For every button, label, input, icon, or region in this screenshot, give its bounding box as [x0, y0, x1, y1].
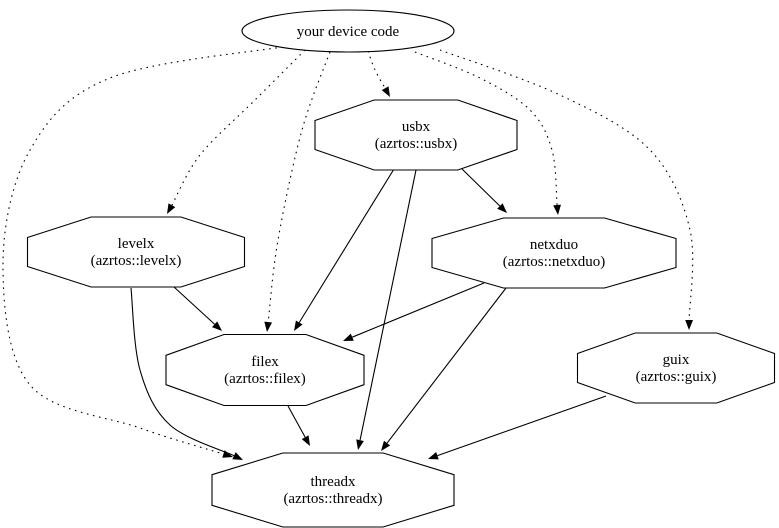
node-device-shape — [241, 9, 455, 53]
node-netxduo: netxduo(azrtos::netxduo) — [431, 217, 677, 289]
node-threadx-shape — [211, 452, 455, 528]
edge-netxduo-threadx — [381, 287, 507, 451]
edge-usbx-netxduo — [461, 168, 507, 213]
arrowhead-icon — [264, 321, 273, 332]
arrowhead-icon — [211, 321, 222, 331]
arrowhead-icon — [381, 86, 390, 97]
edge-netxduo-filex — [343, 282, 485, 341]
arrowhead-icon — [301, 435, 310, 446]
node-netxduo-label: netxduo(azrtos::netxduo) — [503, 237, 605, 270]
node-guix: guix(azrtos::guix) — [576, 332, 776, 404]
node-levelx-shape — [26, 216, 246, 288]
node-device: your device code — [241, 9, 455, 53]
node-filex-shape — [165, 333, 365, 407]
edge-usbx-threadx — [356, 169, 417, 450]
edge-device-filex — [264, 51, 331, 332]
arrowhead-icon — [497, 203, 507, 213]
arrowhead-icon — [232, 452, 243, 460]
arrowhead-icon — [167, 203, 176, 214]
arrowhead-icon — [343, 333, 354, 341]
edge-filex-threadx — [287, 405, 310, 446]
edge-levelx-threadx — [130, 287, 243, 460]
edge-usbx-filex — [294, 168, 395, 331]
arrowhead-icon — [381, 440, 391, 451]
node-filex-label: filex(azrtos::filex) — [224, 354, 306, 387]
edge-levelx-filex — [173, 286, 222, 331]
edge-device-netxduo — [414, 51, 561, 215]
node-device-label: your device code — [297, 24, 400, 40]
node-filex: filex(azrtos::filex) — [165, 333, 365, 407]
node-usbx-shape — [314, 99, 518, 171]
arrowhead-icon — [428, 451, 439, 460]
arrowhead-icon — [294, 320, 303, 331]
node-threadx: threadx(azrtos::threadx) — [211, 452, 455, 528]
edge-device-usbx — [367, 50, 390, 97]
node-netxduo-shape — [431, 217, 677, 289]
edge-guix-threadx — [428, 395, 607, 460]
arrowhead-icon — [356, 439, 364, 450]
node-usbx-label: usbx(azrtos::usbx) — [375, 119, 457, 152]
node-threadx-label: threadx(azrtos::threadx) — [283, 474, 382, 507]
node-levelx: levelx(azrtos::levelx) — [26, 216, 246, 288]
edge-device-guix — [439, 49, 694, 330]
arrowhead-icon — [553, 204, 561, 215]
node-levelx-label: levelx(azrtos::levelx) — [91, 236, 182, 269]
edge-device-levelx — [167, 49, 306, 214]
node-usbx: usbx(azrtos::usbx) — [314, 99, 518, 171]
node-guix-label: guix(azrtos::guix) — [636, 352, 717, 385]
arrowhead-icon — [685, 319, 693, 330]
node-guix-shape — [576, 332, 776, 404]
